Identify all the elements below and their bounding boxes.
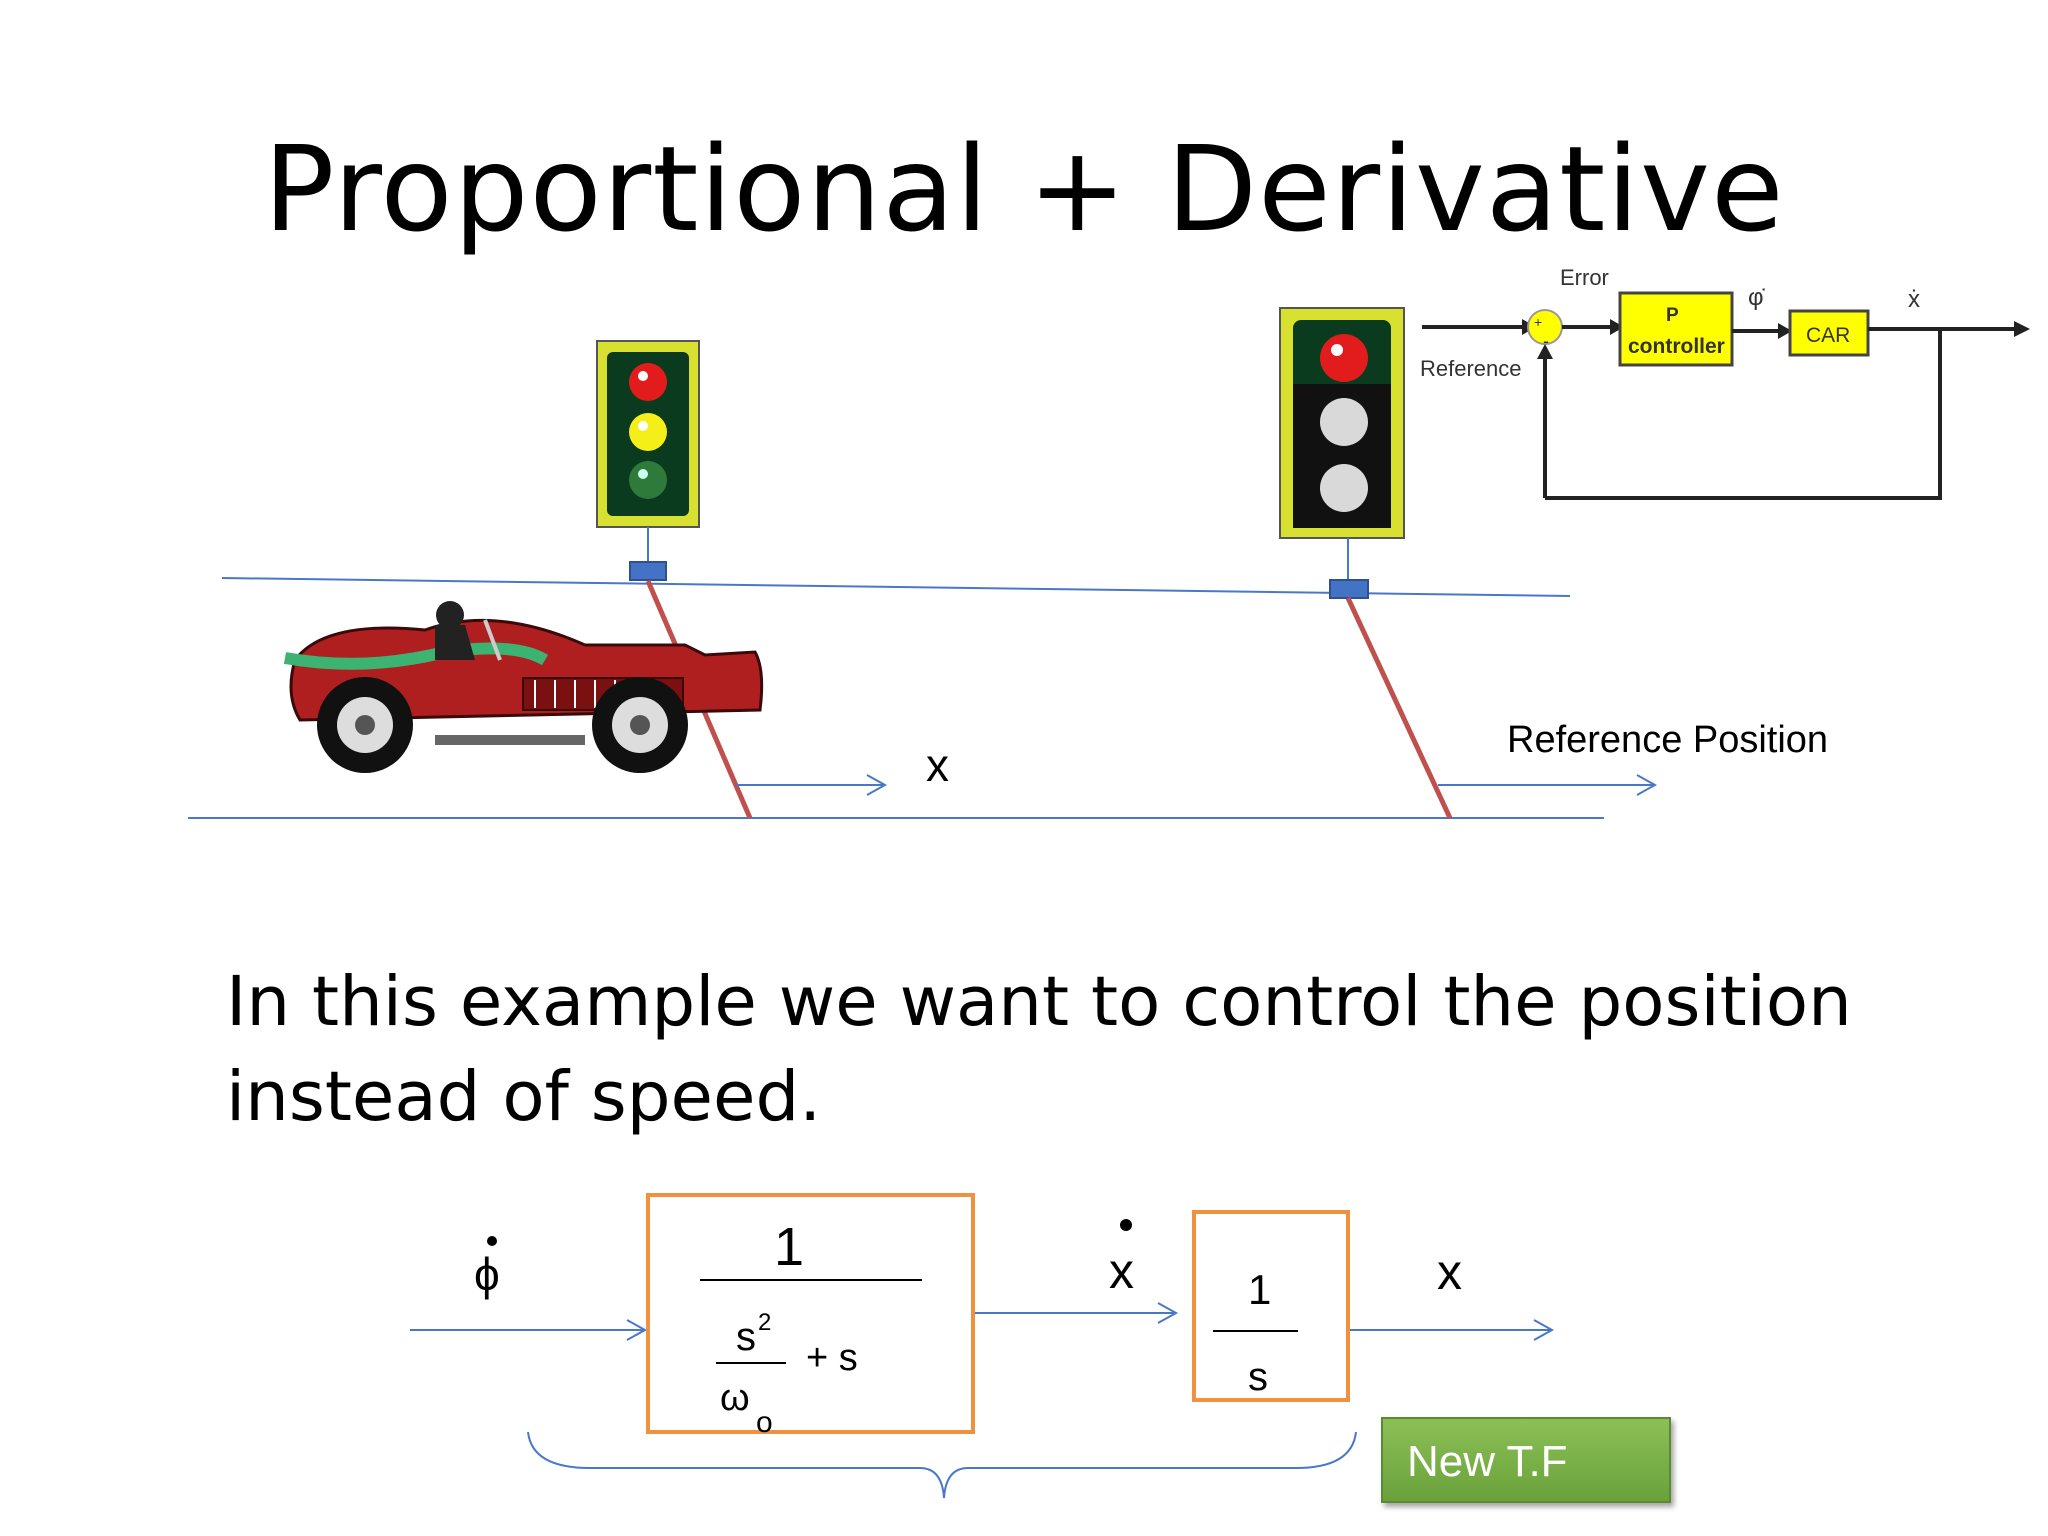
svg-text:controller: controller (1628, 335, 1725, 358)
reference-label: Reference (1420, 356, 1522, 381)
svg-text:ω: ω (720, 1377, 750, 1419)
svg-text:P: P (1666, 305, 1679, 326)
transfer-function-diagram: ϕ 1 s 2 + s ω o x 1 s x (410, 1193, 1555, 1499)
traffic-light-right (1279, 307, 1453, 820)
p-controller-block (1618, 291, 1734, 367)
phi-input-label: ϕ (474, 1248, 500, 1300)
body-line-2: instead of speed. (226, 1057, 822, 1137)
car-block (1788, 309, 1870, 357)
svg-text:2: 2 (758, 1309, 771, 1336)
slide-title: Proportional + Derivative (263, 120, 1785, 258)
svg-text:CAR: CAR (1806, 324, 1850, 347)
body-line-1: In this example we want to control the p… (226, 962, 1852, 1042)
race-car (283, 601, 764, 773)
block2-denominator: s (1248, 1355, 1268, 1399)
error-label: Error (1560, 265, 1609, 290)
traffic-light-left (596, 340, 753, 819)
svg-text:s: s (736, 1315, 756, 1359)
feedback-loop-diagram: Error Reference + - P controller φ̇ CAR … (1420, 265, 2030, 500)
svg-text:+ s: + s (806, 1337, 858, 1379)
road-scene: x Reference Position (188, 307, 1828, 820)
block-1 (646, 1193, 975, 1434)
reference-position-label: Reference Position (1507, 719, 1828, 761)
x-variable-label: x (926, 739, 949, 791)
block-2 (1192, 1210, 1350, 1402)
grouping-brace (527, 1431, 1357, 1499)
new-tf-button[interactable]: New T.F (1381, 1417, 1671, 1503)
block1-numerator: 1 (774, 1217, 804, 1277)
svg-text:-: - (1543, 331, 1549, 351)
block2-numerator: 1 (1248, 1266, 1271, 1313)
new-tf-label: New T.F (1407, 1437, 1568, 1486)
svg-text:+: + (1534, 314, 1542, 330)
body-text: In this example we want to control the p… (226, 955, 1866, 1145)
svg-text:o: o (756, 1406, 773, 1439)
x-dot-label: ẋ (1908, 286, 1920, 313)
phi-dot-label: φ̇ (1748, 284, 1766, 311)
x-dot-middle-label: x (1109, 1243, 1134, 1299)
x-output-label: x (1437, 1244, 1462, 1300)
